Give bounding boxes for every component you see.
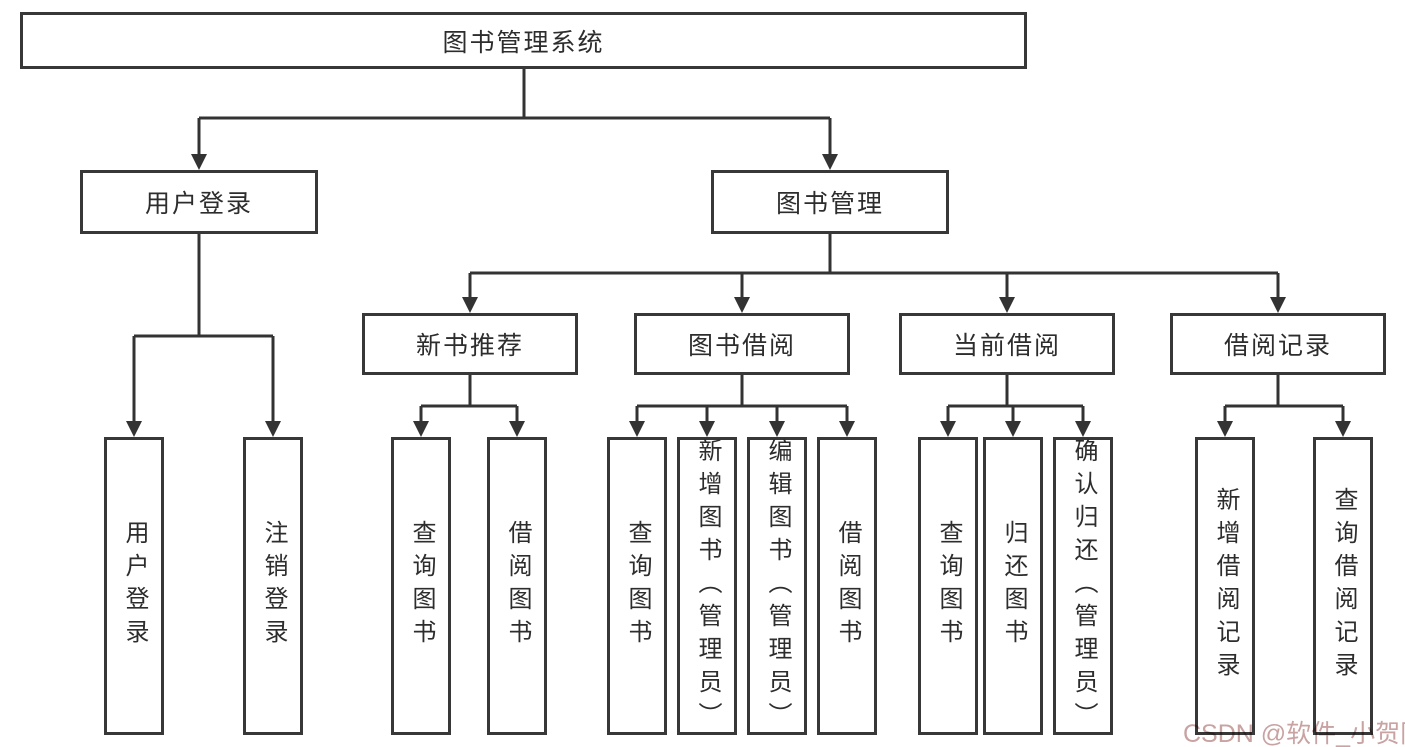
leaf-add-books-admin-label: 新增图书（管理员） (694, 437, 721, 735)
leaf-add-books-admin: 新增图书（管理员） (677, 437, 737, 735)
connector-current-borrowing-children (946, 375, 1085, 424)
node-new-book-recommend-label: 新书推荐 (415, 332, 524, 360)
leaf-query-books-recommend: 查询图书 (391, 437, 451, 735)
connector-root (197, 69, 832, 157)
node-user-login: 用户登录 (80, 170, 318, 234)
node-borrowing-records-label: 借阅记录 (1223, 332, 1332, 360)
leaf-query-books-current: 查询图书 (918, 437, 978, 735)
node-current-borrowing: 当前借阅 (899, 313, 1115, 375)
leaf-logout-label: 注销登录 (260, 520, 287, 652)
leaf-query-books-borrowing: 查询图书 (607, 437, 667, 735)
leaf-query-books-current-label: 查询图书 (935, 520, 962, 652)
leaf-add-borrow-record-label: 新增借阅记录 (1212, 487, 1239, 685)
leaf-edit-books-admin: 编辑图书（管理员） (747, 437, 807, 735)
leaf-query-borrow-record-label: 查询借阅记录 (1330, 487, 1357, 685)
node-borrowing-records: 借阅记录 (1170, 313, 1386, 375)
leaf-confirm-return-admin: 确认归还（管理员） (1053, 437, 1113, 735)
connector-user-login-children (132, 234, 275, 424)
node-root-label: 图书管理系统 (442, 28, 605, 57)
connector-book-management-children (468, 234, 1280, 300)
node-book-management: 图书管理 (711, 170, 949, 234)
leaf-query-books-borrowing-label: 查询图书 (624, 520, 651, 652)
leaf-logout: 注销登录 (243, 437, 303, 735)
csdn-watermark: CSDN @软件_小贺同学 (1183, 720, 1405, 747)
leaf-query-books-recommend-label: 查询图书 (408, 520, 435, 652)
node-root: 图书管理系统 (20, 12, 1027, 69)
leaf-borrow-books-recommend-label: 借阅图书 (504, 520, 531, 652)
node-book-borrowing: 图书借阅 (634, 313, 850, 375)
leaf-borrow-books: 借阅图书 (817, 437, 877, 735)
arrowheads (126, 154, 1351, 437)
leaf-return-books-label: 归还图书 (1000, 520, 1027, 652)
leaf-edit-books-admin-label: 编辑图书（管理员） (764, 437, 791, 735)
leaf-user-login-label: 用户登录 (121, 520, 148, 652)
node-book-management-label: 图书管理 (775, 190, 884, 218)
leaf-confirm-return-admin-label: 确认归还（管理员） (1070, 437, 1097, 735)
leaf-add-borrow-record: 新增借阅记录 (1195, 437, 1255, 735)
leaf-borrow-books-label: 借阅图书 (834, 520, 861, 652)
leaf-borrow-books-recommend: 借阅图书 (487, 437, 547, 735)
connector-new-book-recommend-children (419, 375, 519, 424)
node-current-borrowing-label: 当前借阅 (952, 332, 1061, 360)
leaf-user-login: 用户登录 (104, 437, 164, 735)
node-user-login-label: 用户登录 (144, 190, 253, 218)
node-new-book-recommend: 新书推荐 (362, 313, 578, 375)
leaf-query-borrow-record: 查询借阅记录 (1313, 437, 1373, 735)
node-book-borrowing-label: 图书借阅 (687, 332, 796, 360)
connector-book-borrowing-children (635, 375, 849, 424)
connector-borrowing-records-children (1223, 375, 1345, 424)
leaf-return-books: 归还图书 (983, 437, 1043, 735)
